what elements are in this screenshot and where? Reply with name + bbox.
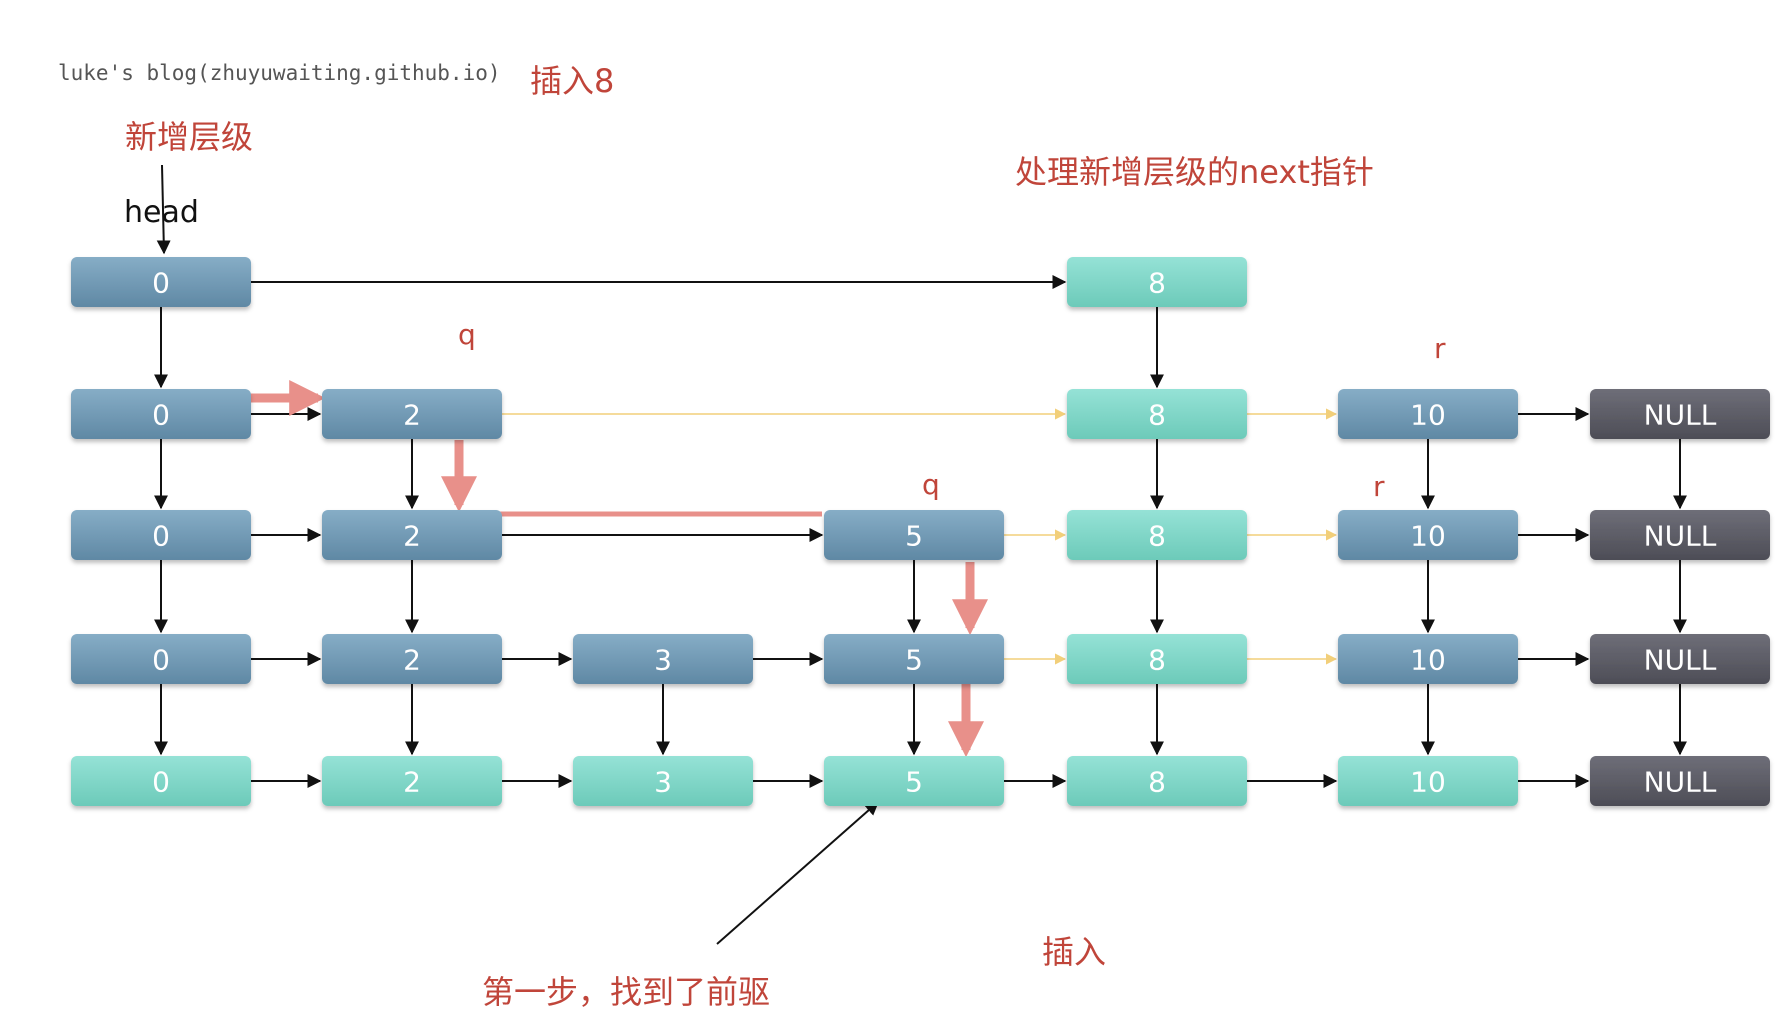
skiplist-node-l4-n: NULL <box>1590 756 1770 806</box>
node-value: 5 <box>905 520 923 553</box>
step-one-arrow <box>716 801 880 945</box>
node-box <box>1067 510 1247 560</box>
skiplist-node-l0-h: 0 <box>71 257 251 307</box>
q-pointer-label-top: q <box>458 318 476 351</box>
skiplist-node-l2-n: NULL <box>1590 510 1770 560</box>
skiplist-node-l3-3: 3 <box>573 634 753 684</box>
node-value: NULL <box>1644 520 1717 553</box>
node-value: 10 <box>1410 644 1446 677</box>
node-value: 10 <box>1410 520 1446 553</box>
skiplist-node-l4-5: 5 <box>824 756 1004 806</box>
node-value: 5 <box>905 766 923 799</box>
node-value: 10 <box>1410 766 1446 799</box>
skiplist-node-l4-8: 8 <box>1067 756 1247 806</box>
node-value: 5 <box>905 644 923 677</box>
node-value: 0 <box>152 267 170 300</box>
skiplist-node-l3-n: NULL <box>1590 634 1770 684</box>
node-value: NULL <box>1644 766 1717 799</box>
skiplist-node-l2-5: 5 <box>824 510 1004 560</box>
node-box <box>1338 389 1518 439</box>
node-box <box>1067 389 1247 439</box>
watermark-text: luke's blog(zhuyuwaiting.github.io) <box>58 61 501 85</box>
head-pointer-arrow <box>156 164 171 255</box>
node-value: NULL <box>1644 644 1717 677</box>
node-value: 0 <box>152 644 170 677</box>
skiplist-node-l3-8: 8 <box>1067 634 1247 684</box>
skiplist-node-l1-n: NULL <box>1590 389 1770 439</box>
node-value: 0 <box>152 399 170 432</box>
node-box <box>1338 756 1518 806</box>
node-value: 2 <box>403 399 421 432</box>
node-box <box>1338 634 1518 684</box>
node-box <box>573 634 753 684</box>
skiplist-node-l4-h: 0 <box>71 756 251 806</box>
node-box <box>1590 389 1770 439</box>
node-box <box>71 634 251 684</box>
node-box <box>824 756 1004 806</box>
search-path-layer <box>250 380 988 758</box>
skiplist-node-l2-10: 10 <box>1338 510 1518 560</box>
skiplist-node-l4-3: 3 <box>573 756 753 806</box>
skiplist-node-l2-2: 2 <box>322 510 502 560</box>
r-pointer-label-mid: r <box>1373 470 1385 503</box>
title-label: 插入8 <box>530 62 614 100</box>
skiplist-node-l4-2: 2 <box>322 756 502 806</box>
node-box <box>824 634 1004 684</box>
node-box <box>322 756 502 806</box>
node-value: 0 <box>152 766 170 799</box>
skiplist-node-l4-10: 10 <box>1338 756 1518 806</box>
skiplist-node-l2-h: 0 <box>71 510 251 560</box>
node-box <box>322 634 502 684</box>
new-level-label: 新增层级 <box>125 118 253 156</box>
node-value: 2 <box>403 766 421 799</box>
step-one-label: 第一步，找到了前驱 <box>482 973 770 1011</box>
skiplist-node-l3-2: 2 <box>322 634 502 684</box>
node-value: 2 <box>403 520 421 553</box>
insert-label: 插入 <box>1042 933 1106 971</box>
skiplist-node-l1-h: 0 <box>71 389 251 439</box>
process-next-label: 处理新增层级的next指针 <box>1015 153 1374 191</box>
node-box <box>322 510 502 560</box>
node-box <box>71 389 251 439</box>
skiplist-node-l0-8: 8 <box>1067 257 1247 307</box>
skiplist-node-l1-8: 8 <box>1067 389 1247 439</box>
skiplist-node-l3-10: 10 <box>1338 634 1518 684</box>
skiplist-node-l1-10: 10 <box>1338 389 1518 439</box>
node-box <box>1590 634 1770 684</box>
node-value: 10 <box>1410 399 1446 432</box>
node-box <box>573 756 753 806</box>
node-value: NULL <box>1644 399 1717 432</box>
node-box <box>71 756 251 806</box>
head-label: head <box>124 195 199 230</box>
node-box <box>1067 634 1247 684</box>
node-box <box>824 510 1004 560</box>
skiplist-node-l1-2: 2 <box>322 389 502 439</box>
node-box <box>1067 756 1247 806</box>
node-box <box>71 257 251 307</box>
q-pointer-label-mid: q <box>922 468 940 501</box>
node-value: 3 <box>654 766 672 799</box>
node-box <box>1590 756 1770 806</box>
node-value: 8 <box>1148 766 1166 799</box>
r-pointer-label-top: r <box>1434 332 1446 365</box>
node-value: 2 <box>403 644 421 677</box>
node-box <box>322 389 502 439</box>
node-box <box>1067 257 1247 307</box>
node-value: 8 <box>1148 399 1166 432</box>
node-value: 8 <box>1148 267 1166 300</box>
node-value: 0 <box>152 520 170 553</box>
node-box <box>1590 510 1770 560</box>
skiplist-node-l2-8: 8 <box>1067 510 1247 560</box>
skiplist-node-l3-h: 0 <box>71 634 251 684</box>
node-box <box>1338 510 1518 560</box>
skiplist-node-l3-5: 5 <box>824 634 1004 684</box>
node-box <box>71 510 251 560</box>
node-value: 3 <box>654 644 672 677</box>
node-value: 8 <box>1148 644 1166 677</box>
links-layer <box>154 275 1687 788</box>
node-value: 8 <box>1148 520 1166 553</box>
